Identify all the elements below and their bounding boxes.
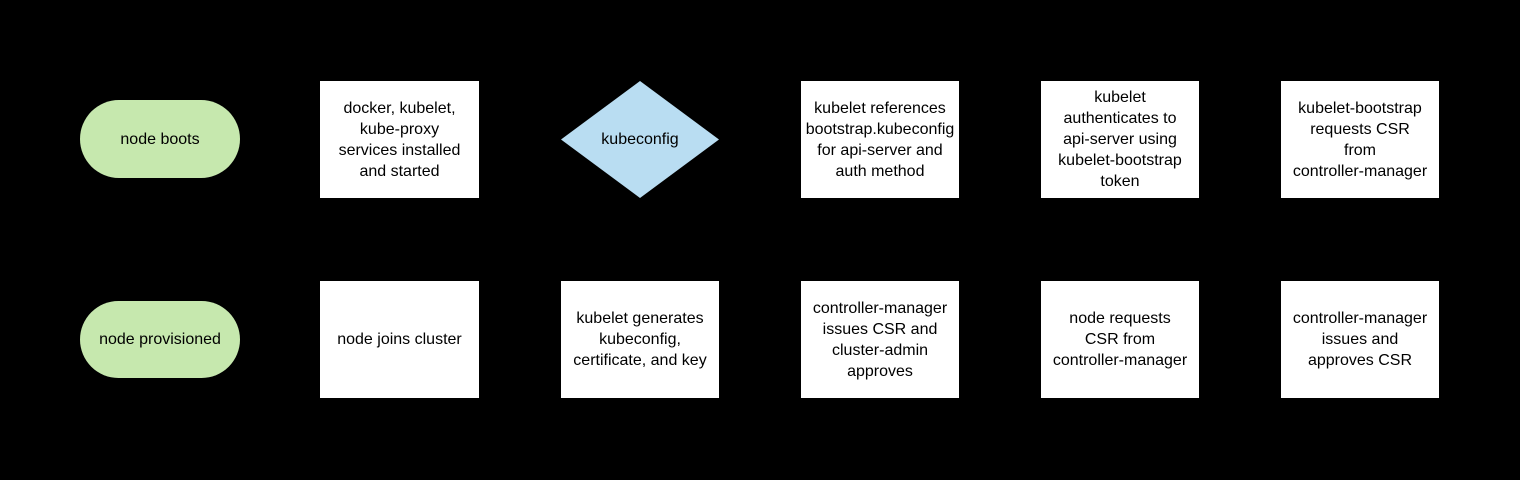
node-label-line: kubelet: [1094, 89, 1146, 106]
node-label-line: approves CSR: [1307, 352, 1413, 369]
node-label-line: api-server using: [1063, 131, 1177, 148]
node-label-line: docker, kubelet,: [343, 99, 456, 117]
node-label-line: bootstrap.kubeconfig: [805, 120, 955, 138]
node-label-line: kubelet-bootstrap: [1298, 99, 1422, 117]
node-label-line: node joins cluster: [337, 331, 462, 348]
node-label-line: issues CSR and: [822, 320, 938, 338]
process-kubelet-generates-kubeconfig: kubelet generates kubeconfig, certificate,…: [561, 281, 719, 398]
node-label-line: from: [1344, 141, 1376, 159]
node-label-line: cluster-admin: [831, 341, 929, 359]
process-kubelet-references-bootstrap-kubeconfig: kubelet references bootstrap.kubeconfig fo…: [801, 81, 959, 198]
process-services-installed: docker, kubelet, kube-proxy services insta…: [320, 81, 479, 198]
node-label-line: controller-manager: [1292, 310, 1428, 327]
node-label-line: certificate, and key: [573, 352, 707, 369]
node-label-line: kubeconfig: [601, 131, 679, 148]
node-label-line: services installed: [338, 141, 461, 159]
terminator-node-boots: node boots: [80, 100, 240, 178]
process-kubelet-bootstrap-requests-csr: kubelet-bootstrap requests CSR from control…: [1281, 81, 1439, 198]
node-label-line: kubeconfig,: [599, 331, 681, 348]
node-label-line: kubelet references: [814, 99, 946, 117]
decision-kubeconfig: kubeconfig: [561, 81, 719, 198]
node-label-line: controller-manager: [812, 299, 948, 317]
node-label-line: token: [1100, 173, 1140, 190]
node-label-line: and started: [359, 162, 440, 180]
process-controller-manager-issues-csr: controller-manager issues CSR and cluster-…: [801, 281, 959, 398]
terminator-node-provisioned: node provisioned: [80, 301, 240, 378]
node-label-line: controller-manager: [1292, 162, 1428, 180]
node-label-line: for api-server and: [817, 141, 943, 159]
node-label-line: kubelet-bootstrap: [1058, 152, 1182, 169]
node-label-line: approves: [847, 362, 913, 380]
node-label-line: authenticates to: [1063, 110, 1177, 127]
node-label-line: node provisioned: [99, 331, 221, 348]
node-label-line: auth method: [835, 162, 925, 180]
node-label-line: node boots: [120, 130, 200, 148]
node-label-line: controller-manager: [1052, 352, 1188, 369]
node-label-line: requests CSR: [1310, 120, 1410, 138]
process-kubelet-authenticates: kubelet authenticates to api-server using k…: [1041, 81, 1199, 198]
process-node-joins-cluster: node joins cluster: [320, 281, 479, 398]
node-label-line: issues and: [1321, 331, 1399, 348]
node-label-line: kube-proxy: [359, 120, 440, 138]
node-label-line: CSR from: [1084, 331, 1156, 348]
node-label-line: kubelet generates: [576, 310, 704, 327]
process-controller-manager-issues-approves-csr: controller-manager issues and approves CSR: [1281, 281, 1439, 398]
node-label-line: node requests: [1069, 310, 1171, 327]
